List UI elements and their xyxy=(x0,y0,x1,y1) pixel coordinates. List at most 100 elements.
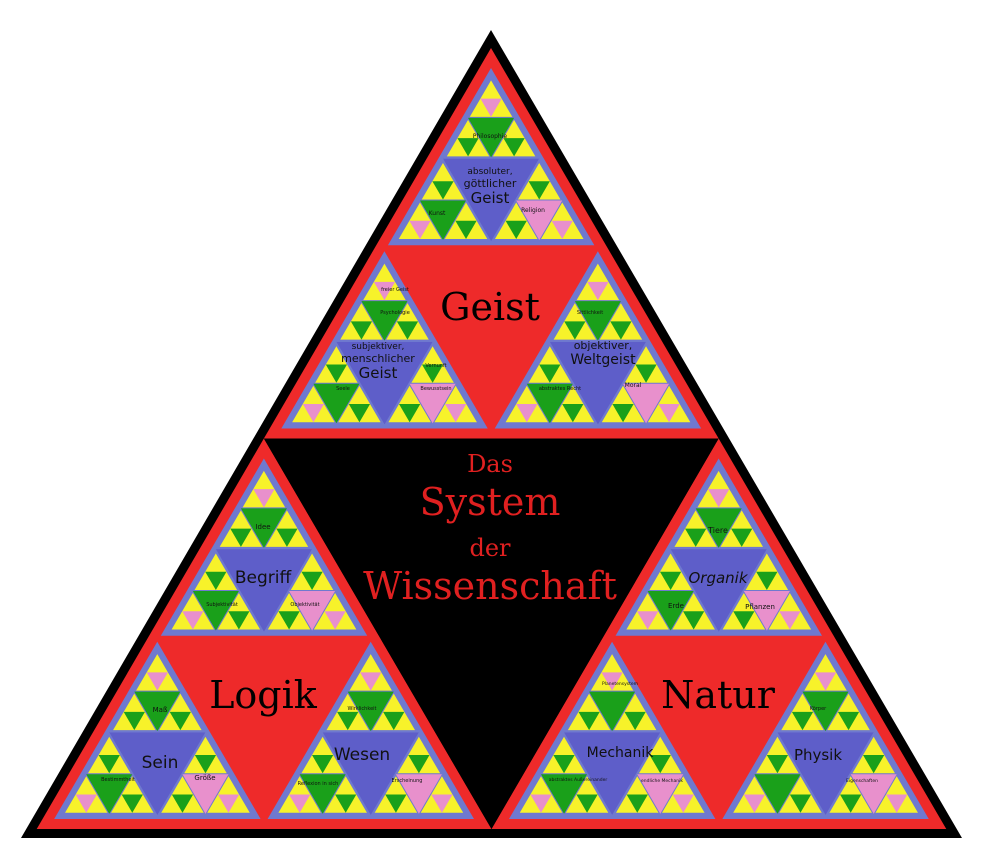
level4-center-triangle xyxy=(578,711,600,731)
level4-triangle xyxy=(159,693,202,731)
level4-center-triangle xyxy=(217,794,240,813)
level4-center-triangle xyxy=(658,404,680,423)
label-pflanzen: Pflanzen xyxy=(745,603,775,611)
level2-center-triangle xyxy=(549,341,647,425)
level4-center-triangle xyxy=(779,611,801,630)
level4-center-triangle xyxy=(576,794,598,813)
level4-triangle xyxy=(804,654,847,691)
level4-triangle xyxy=(363,263,406,301)
label-seele: Seele xyxy=(336,386,350,392)
level3-center-triangle xyxy=(637,774,684,814)
geist-top-line-3: Geist xyxy=(471,189,510,207)
title-line-1: Das xyxy=(467,450,513,478)
level4-center-triangle xyxy=(564,321,586,340)
section-label-geist: Geist xyxy=(440,285,540,329)
natur-top-center-text: Organik xyxy=(688,569,748,587)
level4-triangle xyxy=(469,80,513,117)
level3-center-triangle xyxy=(468,117,515,158)
level3-center-triangle xyxy=(192,591,239,631)
level2-center-triangle xyxy=(215,549,313,632)
level4-triangle xyxy=(567,693,611,731)
level4-center-triangle xyxy=(253,489,275,508)
geist-left-line-2: menschlicher xyxy=(341,352,415,365)
level4-center-triangle xyxy=(649,755,671,774)
label-freier-geist: freier Geist xyxy=(381,287,409,293)
level2-center-triangle xyxy=(336,341,433,425)
label-abstraktes-recht: abstraktes Recht xyxy=(539,386,581,392)
level4-triangle xyxy=(113,693,156,731)
title-line-4: Wissenschaft xyxy=(363,564,617,608)
level4-center-triangle xyxy=(98,755,120,774)
label-wirklichkeit: Wirklichkeit xyxy=(347,706,376,712)
level4-center-triangle xyxy=(539,364,561,383)
level2-center-triangle xyxy=(564,732,661,815)
level4-center-triangle xyxy=(325,364,348,383)
level4-center-triangle xyxy=(624,711,646,731)
level3-center-triangle xyxy=(754,774,801,814)
logik-right-center-text: Wesen xyxy=(334,745,390,765)
level4-center-triangle xyxy=(409,220,431,240)
level4-center-triangle xyxy=(814,672,837,691)
level4-triangle xyxy=(386,303,429,340)
child-labels: Philosophie Kunst Religion freier Geist … xyxy=(101,133,878,787)
level2-center-triangle xyxy=(109,732,206,815)
label-endliche-mechanik: endliche Mechanik xyxy=(641,778,683,784)
level4-center-triangle xyxy=(396,321,419,340)
level4-center-triangle xyxy=(610,321,632,340)
natur-right-center-text: Physik xyxy=(794,746,842,764)
level4-center-triangle xyxy=(205,571,227,591)
level3-center-triangle xyxy=(182,774,229,814)
level4-center-triangle xyxy=(637,611,659,630)
level4-center-triangle xyxy=(480,98,502,117)
level3-center-triangle xyxy=(289,591,336,631)
level4-center-triangle xyxy=(432,181,454,200)
label-objektivitaet: Objektivität xyxy=(290,602,319,608)
level4-center-triangle xyxy=(505,220,527,240)
geist-top-line-2: göttlicher xyxy=(464,177,517,190)
geist-left-center-text: subjektiver, menschlicher Geist xyxy=(341,342,415,382)
level3-center-triangle xyxy=(850,774,897,814)
level4-center-triangle xyxy=(837,711,860,731)
label-groesse: Größe xyxy=(194,774,215,782)
label-eigenschaften: Eigenschaften xyxy=(846,778,878,784)
geist-right-line-1: objektiver, xyxy=(574,339,633,352)
level4-center-triangle xyxy=(228,611,250,630)
level4-center-triangle xyxy=(146,672,168,691)
level4-center-triangle xyxy=(121,794,143,813)
level2-center-triangle xyxy=(442,158,540,242)
level4-center-triangle xyxy=(182,611,204,630)
label-subjektivitaet: Subjektivität xyxy=(206,602,238,608)
level4-triangle xyxy=(720,510,763,547)
level4-center-triangle xyxy=(766,755,789,774)
level4-center-triangle xyxy=(503,138,525,157)
level2-center-triangle xyxy=(670,549,767,632)
level4-center-triangle xyxy=(530,794,552,813)
level4-center-triangle xyxy=(840,794,862,813)
label-abstraktes-aussereinander: abstraktes Außereinander xyxy=(549,777,608,783)
label-bewusstsein: Bewusstsein xyxy=(420,386,451,392)
geist-top-line-1: absoluter, xyxy=(467,167,512,177)
level4-center-triangle xyxy=(683,611,705,630)
level4-center-triangle xyxy=(551,220,573,240)
level3-center-triangle xyxy=(347,691,394,732)
level4-center-triangle xyxy=(635,364,657,383)
label-kunst: Kunst xyxy=(429,210,446,217)
level4-triangle xyxy=(781,693,824,731)
label-vernunft: Vernunft xyxy=(425,363,446,369)
level4-triangle xyxy=(553,303,597,340)
level4-center-triangle xyxy=(337,711,359,731)
level4-center-triangle xyxy=(276,528,298,547)
level4-center-triangle xyxy=(230,528,252,547)
label-mass: Maß xyxy=(153,706,168,714)
level3-center-triangle xyxy=(409,383,456,424)
level4-center-triangle xyxy=(312,755,334,774)
level3-center-triangle xyxy=(802,691,849,732)
level3-center-triangle xyxy=(623,383,670,424)
level2-center-triangle xyxy=(777,732,874,815)
level3-center-triangle xyxy=(516,200,563,241)
level3-center-triangle xyxy=(419,200,466,241)
level4-center-triangle xyxy=(587,281,609,301)
level3-center-triangle xyxy=(395,774,442,814)
